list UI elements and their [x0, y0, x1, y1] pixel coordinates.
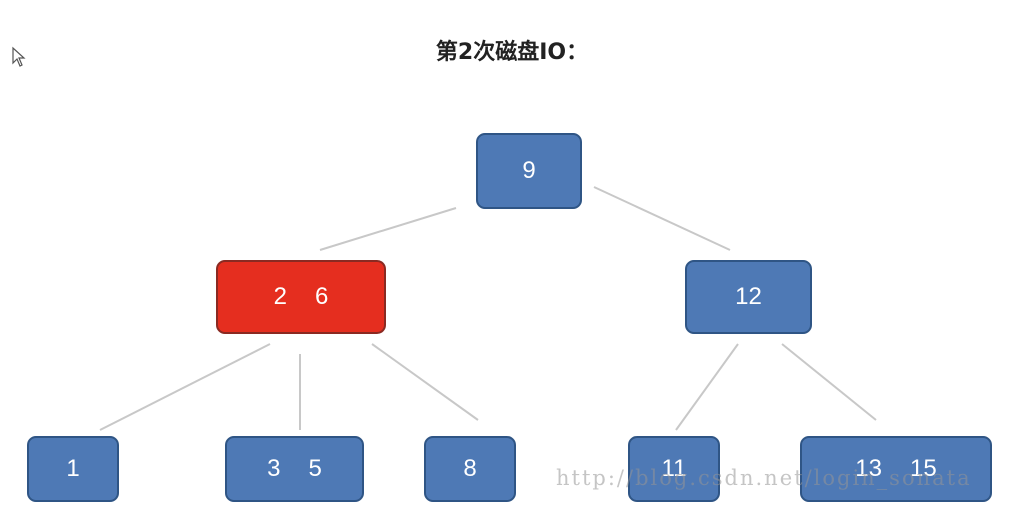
- diagram-title: 第2次磁盘IO：: [435, 40, 589, 65]
- tree-leaf-13-15: 13 15: [800, 436, 992, 502]
- node-key: 1: [66, 455, 80, 482]
- node-key: 6: [315, 283, 329, 310]
- node-key: 13: [855, 455, 882, 482]
- node-key: 2: [273, 283, 287, 310]
- edge-right-leaf5: [781, 343, 877, 421]
- node-key: 15: [910, 455, 937, 482]
- tree-node-2-6-highlighted: 2 6: [216, 260, 386, 334]
- edge-root-right: [593, 186, 731, 251]
- tree-leaf-8: 8: [424, 436, 516, 502]
- node-key: 3: [267, 455, 281, 482]
- tree-leaf-11: 11: [628, 436, 720, 502]
- edge-left-leaf1: [99, 343, 271, 431]
- node-key: 11: [661, 455, 687, 482]
- node-key: 5: [308, 455, 322, 482]
- node-key: 8: [463, 455, 477, 482]
- mouse-cursor-icon: [12, 46, 26, 67]
- watermark: http://blog.csdn.net/login_sonata: [556, 466, 972, 490]
- edge-root-left: [319, 207, 457, 251]
- tree-leaf-1: 1: [27, 436, 119, 502]
- edge-right-leaf4: [675, 343, 739, 431]
- node-key: 12: [735, 283, 762, 310]
- node-key: 9: [522, 157, 536, 184]
- tree-node-root: 9: [476, 133, 582, 209]
- edge-left-leaf3: [371, 343, 479, 421]
- tree-node-12: 12: [685, 260, 812, 334]
- tree-leaf-3-5: 3 5: [225, 436, 364, 502]
